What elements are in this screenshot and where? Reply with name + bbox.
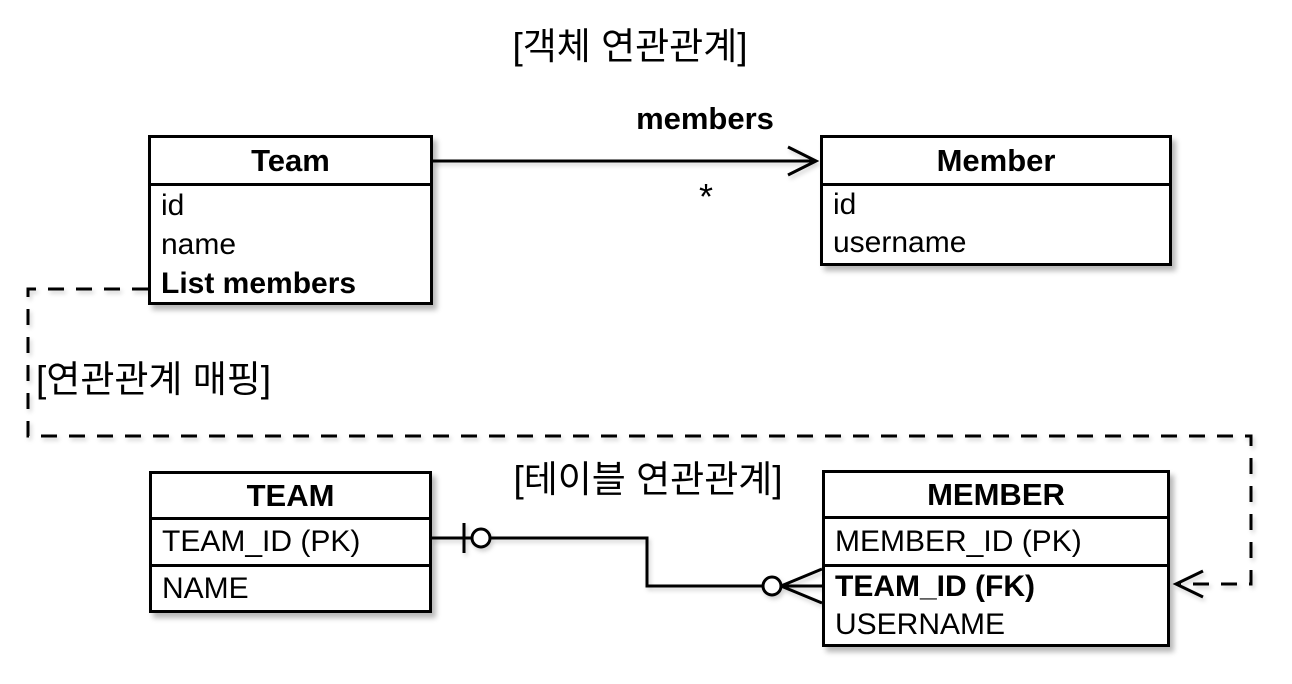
connector-group bbox=[26, 145, 1253, 605]
relation-line-elbow bbox=[490, 536, 763, 588]
table-diagram-title: [테이블 연관관계] bbox=[513, 459, 783, 500]
team-class-field-id: id bbox=[161, 189, 185, 222]
member-class-field-id: id bbox=[833, 188, 857, 221]
team-table-title: TEAM bbox=[152, 474, 429, 520]
team-side-circle-icon bbox=[470, 527, 492, 549]
association-label: members bbox=[636, 101, 774, 136]
team-class-field-name: name bbox=[161, 228, 237, 261]
member-table-col-username: USERNAME bbox=[835, 608, 1006, 641]
team-class-title: Team bbox=[151, 138, 430, 186]
member-class-title: Member bbox=[823, 138, 1169, 186]
mapping-label: [연관관계 매핑] bbox=[36, 359, 272, 400]
member-table-col-member-id: MEMBER_ID (PK) bbox=[825, 519, 1167, 567]
association-multiplicity: * bbox=[698, 176, 713, 217]
member-side-circle-icon bbox=[761, 575, 783, 597]
team-table-col-team-id: TEAM_ID (PK) bbox=[152, 520, 429, 567]
association-arrowhead-icon bbox=[787, 145, 820, 177]
member-table-col-team-id-fk: TEAM_ID (FK) bbox=[835, 570, 1035, 603]
team-class-box: Team id name List members bbox=[148, 135, 433, 305]
team-table-col-name: NAME bbox=[162, 572, 249, 605]
team-class-field-list-members: List members bbox=[161, 267, 357, 300]
member-class-field-username: username bbox=[833, 226, 967, 259]
crow-foot-icon bbox=[780, 567, 823, 605]
mapping-arrowhead-icon bbox=[1172, 569, 1204, 599]
mapping-dashed-path bbox=[26, 287, 1253, 586]
member-class-box: Member id username bbox=[820, 135, 1172, 266]
team-table-box: TEAM TEAM_ID (PK) NAME bbox=[149, 471, 432, 613]
member-table-title: MEMBER bbox=[825, 473, 1167, 519]
member-table-box: MEMBER MEMBER_ID (PK) TEAM_ID (FK) USERN… bbox=[822, 470, 1170, 647]
object-diagram-title: [객체 연관관계] bbox=[512, 26, 748, 67]
